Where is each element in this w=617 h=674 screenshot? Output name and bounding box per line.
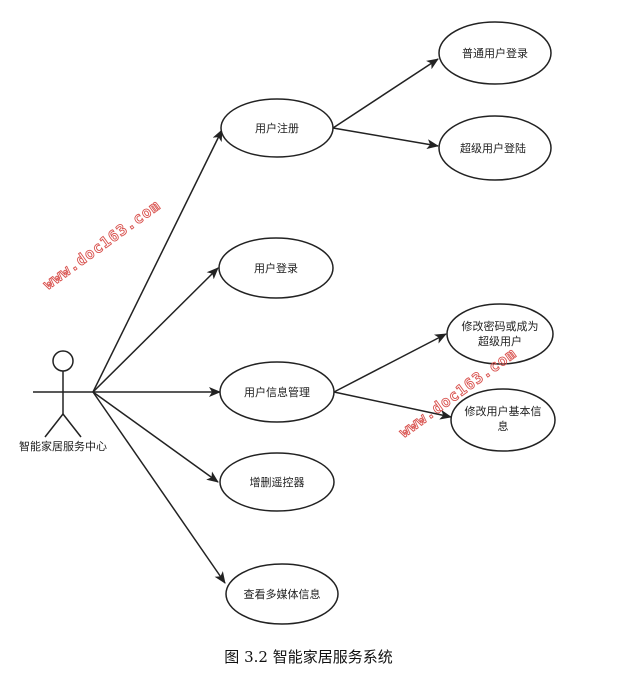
use-case-normal-login bbox=[438, 21, 552, 85]
arrow-info-change-pwd bbox=[333, 333, 447, 393]
use-case-register bbox=[220, 98, 334, 158]
use-case-info-manage bbox=[219, 361, 335, 423]
actor-figure bbox=[33, 350, 93, 438]
use-case-change-pwd-label-1: 修改密码或成为 bbox=[462, 319, 539, 333]
use-case-change-pwd-label-2: 超级用户 bbox=[478, 334, 522, 348]
arrow-actor-remote bbox=[92, 391, 219, 483]
actor-head bbox=[52, 350, 74, 372]
actor-left-leg bbox=[44, 413, 64, 438]
use-case-register-label: 用户注册 bbox=[255, 121, 299, 135]
use-case-change-info-label-2: 息 bbox=[498, 419, 509, 433]
watermark-left: www.doc163.com bbox=[40, 196, 164, 293]
arrow-actor-media bbox=[92, 391, 226, 584]
arrow-register-super-login bbox=[332, 127, 439, 150]
arrow-actor-register bbox=[92, 129, 223, 393]
use-case-remote-label: 增删遥控器 bbox=[250, 475, 305, 489]
actor-label: 智能家居服务中心 bbox=[19, 439, 107, 453]
arrow-actor-login bbox=[92, 267, 219, 393]
use-case-change-pwd bbox=[446, 303, 554, 365]
arrow-info-change-info bbox=[333, 391, 452, 420]
figure-caption: 图 3.2 智能家居服务系统 bbox=[224, 648, 393, 666]
use-case-super-login bbox=[438, 115, 552, 181]
use-case-normal-login-label: 普通用户登录 bbox=[462, 46, 528, 60]
use-case-info-manage-label: 用户信息管理 bbox=[244, 385, 310, 399]
use-case-change-info bbox=[450, 388, 556, 452]
use-case-media-label: 查看多媒体信息 bbox=[244, 587, 321, 601]
arrow-register-normal-login bbox=[332, 58, 439, 129]
use-case-media bbox=[225, 563, 339, 625]
use-case-login bbox=[218, 237, 334, 299]
use-case-change-info-label-1: 修改用户基本信 bbox=[465, 404, 542, 418]
use-case-login-label: 用户登录 bbox=[254, 261, 298, 275]
actor-right-leg bbox=[62, 413, 82, 438]
use-case-super-login-label: 超级用户登陆 bbox=[460, 141, 526, 155]
use-case-remote bbox=[219, 452, 335, 512]
